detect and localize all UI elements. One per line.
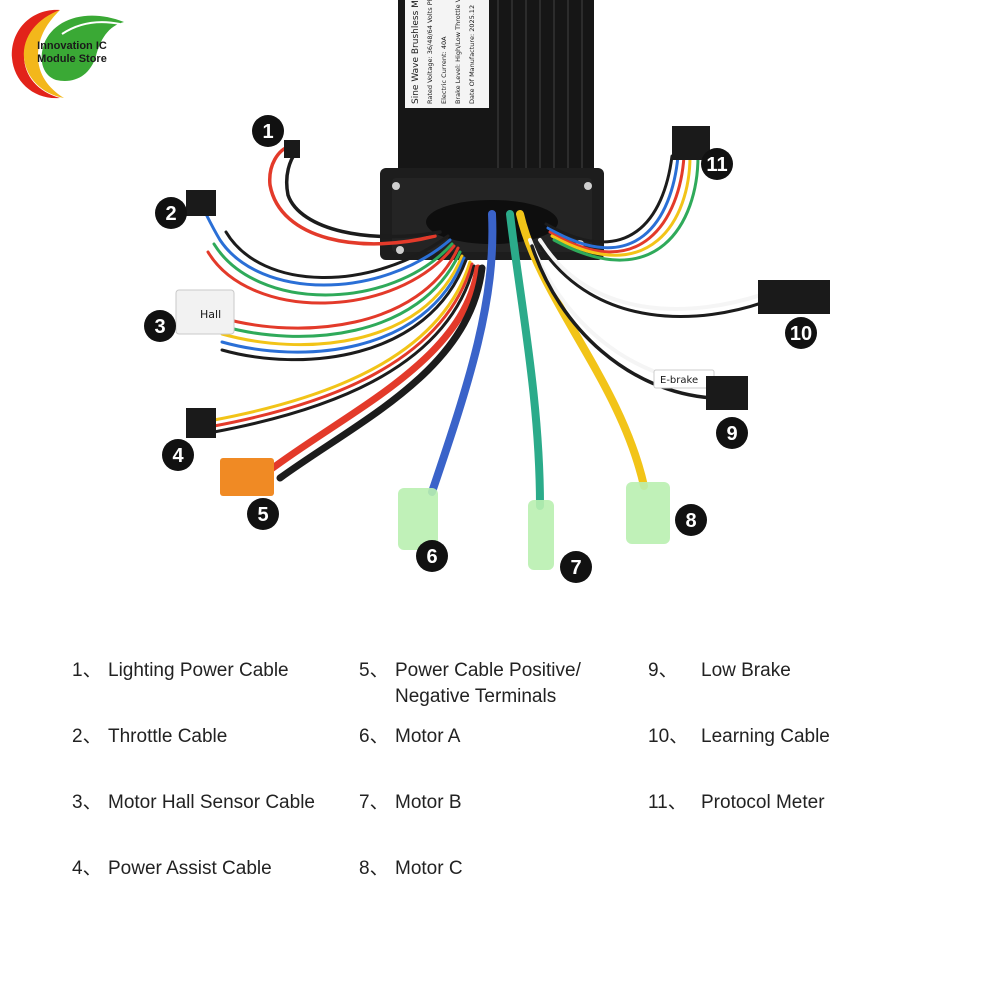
legend-item-10: 10、 Learning Cable	[648, 724, 830, 750]
legend-text: Motor A	[395, 726, 461, 747]
legend-num: 6、	[359, 726, 389, 747]
legend-num: 8、	[359, 858, 389, 879]
legend-num: 10、	[648, 726, 689, 747]
legend-num: 5、	[359, 660, 389, 681]
badge-6: 6	[416, 540, 448, 572]
legend-text: Power Cable Positive/ Negative Terminals	[395, 660, 581, 707]
legend-text: Motor Hall Sensor Cable	[108, 792, 315, 813]
svg-text:3: 3	[154, 316, 165, 338]
protocol-connector	[672, 126, 710, 160]
logo-line-2: Module Store	[37, 53, 107, 65]
badge-8: 8	[675, 504, 707, 536]
badge-4: 4	[162, 439, 194, 471]
assist-connector	[186, 408, 216, 438]
svg-text:2: 2	[165, 203, 176, 225]
legend-text: Protocol Meter	[701, 792, 825, 813]
svg-text:5: 5	[257, 504, 268, 526]
number-badges: 1 2 3 4 5 6 7 8 9 10 11	[144, 115, 817, 583]
svg-text:9: 9	[726, 423, 737, 445]
power-xt60-connector	[220, 458, 274, 496]
badge-7: 7	[560, 551, 592, 583]
legend-num: 11、	[648, 792, 687, 813]
legend-text: Learning Cable	[701, 726, 830, 747]
svg-text:7: 7	[570, 557, 581, 579]
legend-num: 2、	[72, 726, 102, 747]
motor-b-terminal	[528, 500, 554, 570]
spec-label: Sine Wave Brushless Motor Controll Rated…	[405, 0, 489, 108]
svg-text:8: 8	[685, 510, 696, 532]
spec-line-1: Sine Wave Brushless Motor Controll	[411, 0, 421, 104]
throttle-connector	[186, 190, 216, 216]
svg-text:1: 1	[262, 121, 273, 143]
legend-item-7: 7、 Motor B	[359, 790, 462, 816]
legend-text: Lighting Power Cable	[108, 660, 289, 681]
legend-item-6: 6、 Motor A	[359, 724, 460, 750]
controller-wiring-diagram: Sine Wave Brushless Motor Controll Rated…	[144, 0, 830, 583]
legend-text: Motor C	[395, 858, 463, 879]
badge-3: 3	[144, 310, 176, 342]
spec-line-4: Brake Level: High/Low Throttle Voltage: …	[454, 0, 462, 104]
spec-line-2: Rated Voltage: 36/48/64 Volts Phase Angl…	[426, 0, 434, 104]
legend-text: Throttle Cable	[108, 726, 228, 747]
legend-num: 4、	[72, 858, 102, 879]
legend-text: Motor B	[395, 792, 462, 813]
legend-text: Power Assist Cable	[108, 858, 272, 879]
legend-text: Low Brake	[701, 660, 791, 681]
motor-c-terminal	[626, 482, 670, 544]
hall-tag: Hall	[200, 308, 221, 321]
hall-connector	[175, 289, 235, 335]
legend-item-5: 5、 Power Cable Positive/ Negative Termin…	[359, 658, 581, 710]
svg-text:4: 4	[172, 445, 184, 467]
spec-line-3: Electric Current: 40A	[440, 36, 448, 104]
cables	[204, 144, 772, 510]
legend-item-11: 11、 Protocol Meter	[648, 790, 825, 816]
legend-item-2: 2、 Throttle Cable	[72, 724, 227, 750]
legend-num: 9、	[648, 660, 678, 681]
legend-num: 7、	[359, 792, 389, 813]
lighting-connector	[284, 140, 300, 158]
store-logo-icon	[11, 9, 124, 99]
legend-num: 3、	[72, 792, 102, 813]
legend-item-1: 1、 Lighting Power Cable	[72, 658, 289, 684]
badge-11: 11	[701, 148, 733, 180]
motor-a-terminal	[398, 488, 438, 550]
badge-10: 10	[785, 317, 817, 349]
badge-9: 9	[716, 417, 748, 449]
brake-connector	[706, 376, 748, 410]
legend-num: 1、	[72, 660, 102, 681]
learning-connector	[758, 280, 830, 314]
svg-text:10: 10	[790, 323, 812, 345]
connectors: Hall E-brake	[175, 126, 830, 570]
legend-item-9: 9、 Low Brake	[648, 658, 791, 684]
svg-text:11: 11	[706, 154, 727, 176]
badge-2: 2	[155, 197, 187, 229]
badge-1: 1	[252, 115, 284, 147]
spec-line-5: Date Of Manufacture: 2025.12	[468, 5, 476, 104]
legend-item-3: 3、 Motor Hall Sensor Cable	[72, 790, 315, 816]
svg-text:6: 6	[426, 546, 437, 568]
brake-tag: E-brake	[660, 375, 698, 386]
logo-line-1: Innovation IC	[37, 40, 107, 52]
badge-5: 5	[247, 498, 279, 530]
legend-item-4: 4、 Power Assist Cable	[72, 856, 272, 882]
legend-item-8: 8、 Motor C	[359, 856, 463, 882]
